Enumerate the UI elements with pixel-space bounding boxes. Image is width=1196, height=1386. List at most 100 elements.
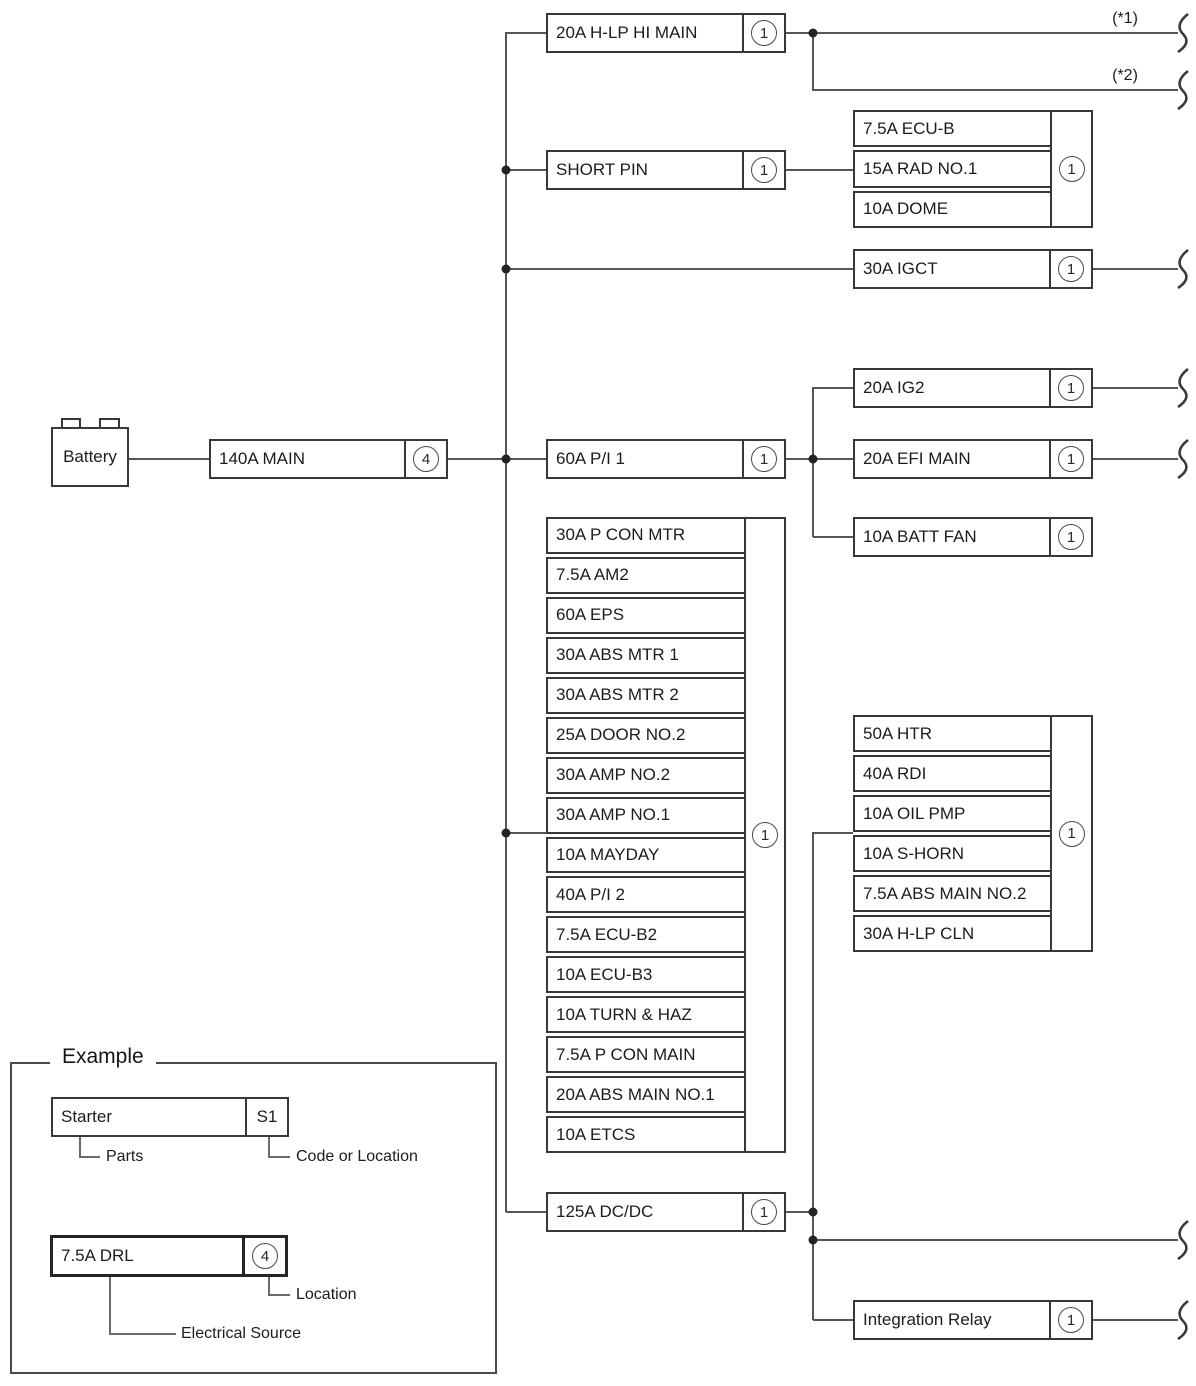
fuse-cell: 30A AMP NO.1 bbox=[546, 796, 746, 834]
fuse-cell: 10A ECU-B3 bbox=[546, 956, 746, 994]
example-source-value: 7.5A DRL bbox=[61, 1246, 134, 1265]
htr-fuse-group: 50A HTR 40A RDI 10A OIL PMP 10A S-HORN 7… bbox=[853, 715, 1052, 952]
fuse-label: 30A IGCT bbox=[863, 259, 938, 278]
fuse-box-pi1: 60A P/I 1 1 bbox=[546, 439, 786, 479]
example-frame bbox=[10, 1062, 497, 1374]
fuse-cell: 25A DOOR NO.2 bbox=[546, 716, 746, 754]
wire-break-icon bbox=[1177, 248, 1189, 290]
wire-dcdc-branch bbox=[812, 832, 853, 1320]
junction-dot bbox=[501, 165, 511, 175]
main-fuse-list: 30A P CON MTR 7.5A AM2 60A EPS 30A ABS M… bbox=[546, 517, 746, 1153]
fuse-label: 125A DC/DC bbox=[556, 1202, 654, 1221]
marker-cell: 4 bbox=[242, 1238, 285, 1274]
fuse-box-igct: 30A IGCT 1 bbox=[853, 249, 1093, 289]
fuse-label: SHORT PIN bbox=[556, 160, 648, 179]
fuse-label: 20A H-LP HI MAIN bbox=[556, 23, 698, 42]
location-marker: 1 bbox=[751, 157, 777, 183]
example-title: Example bbox=[50, 1044, 156, 1070]
fuse-cell: 30A P CON MTR bbox=[546, 517, 746, 554]
wire-break-icon bbox=[1177, 438, 1189, 480]
location-marker: 1 bbox=[1058, 524, 1084, 550]
location-marker: 1 bbox=[1058, 1307, 1084, 1333]
fuse-label: 10A BATT FAN bbox=[863, 527, 977, 546]
example-code-value: S1 bbox=[245, 1099, 287, 1135]
example-parts-label: Parts bbox=[106, 1148, 144, 1165]
example-parts-value: Starter bbox=[61, 1107, 113, 1126]
location-marker: 4 bbox=[252, 1243, 278, 1269]
fuse-cell: 30A AMP NO.2 bbox=[546, 756, 746, 794]
location-marker: 1 bbox=[752, 822, 778, 848]
fuse-cell: 40A P/I 2 bbox=[546, 876, 746, 914]
fuse-cell: 60A EPS bbox=[546, 596, 746, 634]
junction-dot bbox=[501, 454, 511, 464]
location-marker: 1 bbox=[1058, 156, 1085, 182]
ecu-fuse-group: 7.5A ECU-B 15A RAD NO.1 10A DOME bbox=[853, 110, 1052, 228]
fuse-label: 20A EFI MAIN bbox=[863, 449, 971, 468]
wire-break-icon bbox=[1177, 367, 1189, 409]
marker-column: 1 bbox=[1050, 110, 1093, 228]
marker-cell: 1 bbox=[1049, 441, 1091, 477]
fuse-box-dcdc: 125A DC/DC 1 bbox=[546, 1192, 786, 1232]
example-source-label: Electrical Source bbox=[181, 1325, 302, 1342]
battery-label: Battery bbox=[63, 447, 117, 466]
example-starter-box: Starter S1 bbox=[51, 1097, 289, 1137]
fuse-label: 20A IG2 bbox=[863, 378, 925, 397]
wire-break-icon bbox=[1177, 1219, 1189, 1261]
location-marker: 1 bbox=[1058, 820, 1085, 847]
fuse-cell: 30A ABS MTR 1 bbox=[546, 636, 746, 674]
fuse-cell: 10A MAYDAY bbox=[546, 836, 746, 874]
location-marker: 1 bbox=[751, 446, 777, 472]
marker-cell: 1 bbox=[742, 1194, 784, 1230]
fuse-label: 60A P/I 1 bbox=[556, 449, 625, 468]
fuse-cell: 10A DOME bbox=[853, 190, 1052, 228]
junction-dot bbox=[808, 1207, 818, 1217]
location-marker: 1 bbox=[1058, 446, 1084, 472]
fuse-cell: 30A ABS MTR 2 bbox=[546, 676, 746, 714]
wire-break-icon bbox=[1177, 69, 1189, 111]
fuse-box-batt-fan: 10A BATT FAN 1 bbox=[853, 517, 1093, 557]
marker-cell: 1 bbox=[742, 15, 784, 51]
fuse-cell: 10A OIL PMP bbox=[853, 795, 1052, 832]
output-note-2: (*2) bbox=[1112, 67, 1138, 84]
fuse-cell: 20A ABS MAIN NO.1 bbox=[546, 1076, 746, 1114]
fuse-cell: 7.5A ABS MAIN NO.2 bbox=[853, 875, 1052, 912]
fuse-label: Integration Relay bbox=[863, 1310, 992, 1329]
wire-break-icon bbox=[1177, 1299, 1189, 1341]
wire-break-icon bbox=[1177, 12, 1189, 54]
fuse-cell: 50A HTR bbox=[853, 715, 1052, 752]
marker-cell: 1 bbox=[742, 441, 784, 477]
junction-dot bbox=[501, 828, 511, 838]
marker-cell: 1 bbox=[1049, 519, 1091, 555]
fuse-cell: 7.5A ECU-B2 bbox=[546, 916, 746, 954]
example-location-label: Location bbox=[296, 1286, 357, 1303]
marker-cell: 4 bbox=[404, 441, 446, 477]
fuse-cell: 10A TURN & HAZ bbox=[546, 996, 746, 1034]
marker-column: 1 bbox=[744, 517, 786, 1153]
fuse-cell: 7.5A P CON MAIN bbox=[546, 1036, 746, 1074]
fuse-cell: 7.5A ECU-B bbox=[853, 110, 1052, 148]
fuse-cell: 10A ETCS bbox=[546, 1116, 746, 1153]
fuse-box-140a-main: 140A MAIN 4 bbox=[209, 439, 448, 479]
wire-trunk bbox=[505, 32, 546, 1212]
fuse-box-integration-relay: Integration Relay 1 bbox=[853, 1300, 1093, 1340]
marker-cell: 1 bbox=[1049, 370, 1091, 406]
example-drl-box: 7.5A DRL 4 bbox=[50, 1235, 288, 1277]
marker-cell: 1 bbox=[1049, 1302, 1091, 1338]
fuse-box-hlp-hi-main: 20A H-LP HI MAIN 1 bbox=[546, 13, 786, 53]
fuse-box-ig2: 20A IG2 1 bbox=[853, 368, 1093, 408]
location-marker: 1 bbox=[751, 20, 777, 46]
battery-terminal bbox=[99, 418, 120, 429]
battery: Battery bbox=[51, 427, 129, 487]
location-marker: 1 bbox=[751, 1199, 777, 1225]
fuse-label: 140A MAIN bbox=[219, 449, 305, 468]
wire-pi1-branch bbox=[812, 387, 853, 537]
location-marker: 4 bbox=[413, 446, 439, 472]
marker-cell: 1 bbox=[1049, 251, 1091, 287]
junction-dot bbox=[808, 28, 818, 38]
fuse-cell: 10A S-HORN bbox=[853, 835, 1052, 872]
fuse-cell: 40A RDI bbox=[853, 755, 1052, 792]
fuse-cell: 15A RAD NO.1 bbox=[853, 150, 1052, 188]
output-note-1: (*1) bbox=[1112, 10, 1138, 27]
location-marker: 1 bbox=[1058, 256, 1084, 282]
